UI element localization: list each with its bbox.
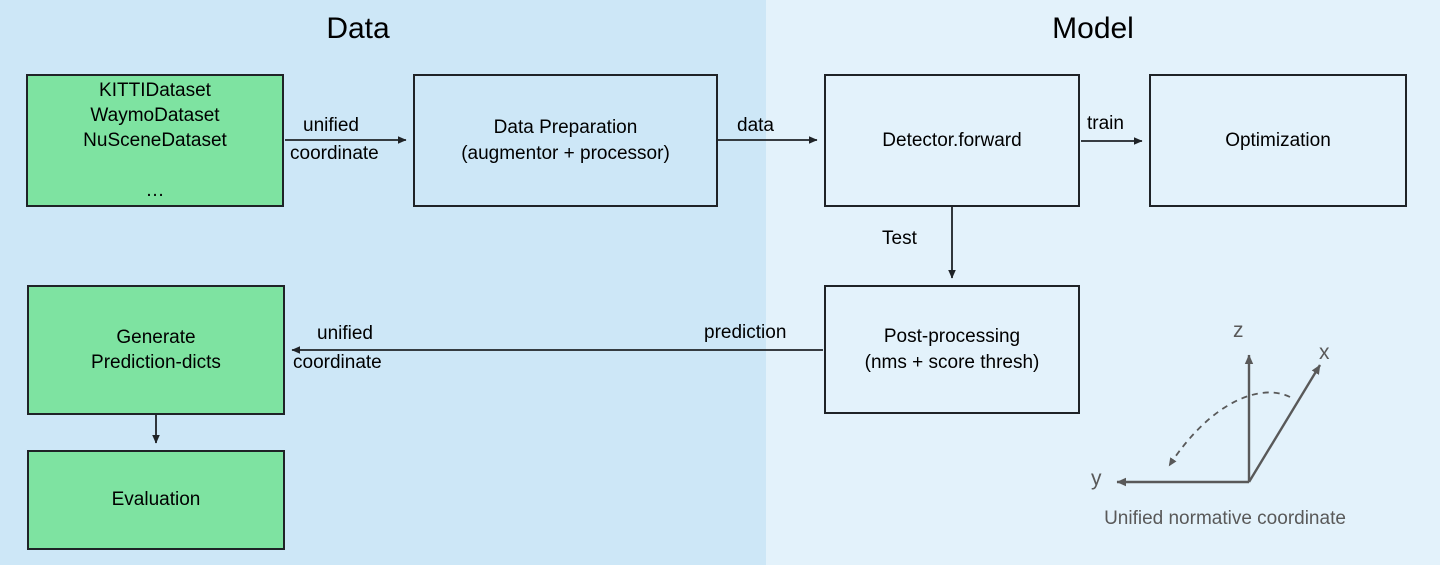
axis-label-z: z — [1233, 319, 1244, 342]
section-title-data: Data — [326, 12, 390, 45]
edge-label-prediction: prediction — [704, 322, 787, 343]
axis-label-y: y — [1091, 467, 1102, 490]
node-evaluation[interactable]: Evaluation — [27, 450, 285, 550]
edge-label-unified-bottom-line1: unified — [317, 323, 373, 344]
coordinate-caption: Unified normative coordinate — [1104, 508, 1346, 529]
edge-label-test: Test — [882, 228, 917, 249]
edge-label-train: train — [1087, 113, 1124, 134]
axis-label-x: x — [1319, 341, 1330, 364]
section-title-model: Model — [1052, 12, 1134, 45]
node-detector-forward[interactable]: Detector.forward — [824, 74, 1080, 207]
edge-label-unified-top-line2: coordinate — [290, 143, 379, 164]
node-post-processing[interactable]: Post-processing (nms + score thresh) — [824, 285, 1080, 414]
node-generate-prediction-dicts[interactable]: Generate Prediction-dicts — [27, 285, 285, 415]
node-datasets[interactable]: KITTIDataset WaymoDataset NuSceneDataset… — [26, 74, 284, 207]
node-optimization[interactable]: Optimization — [1149, 74, 1407, 207]
edge-label-data: data — [737, 115, 774, 136]
edge-label-unified-bottom-line2: coordinate — [293, 352, 382, 373]
node-data-preparation[interactable]: Data Preparation (augmentor + processor) — [413, 74, 718, 207]
edge-label-unified-top-line1: unified — [303, 115, 359, 136]
